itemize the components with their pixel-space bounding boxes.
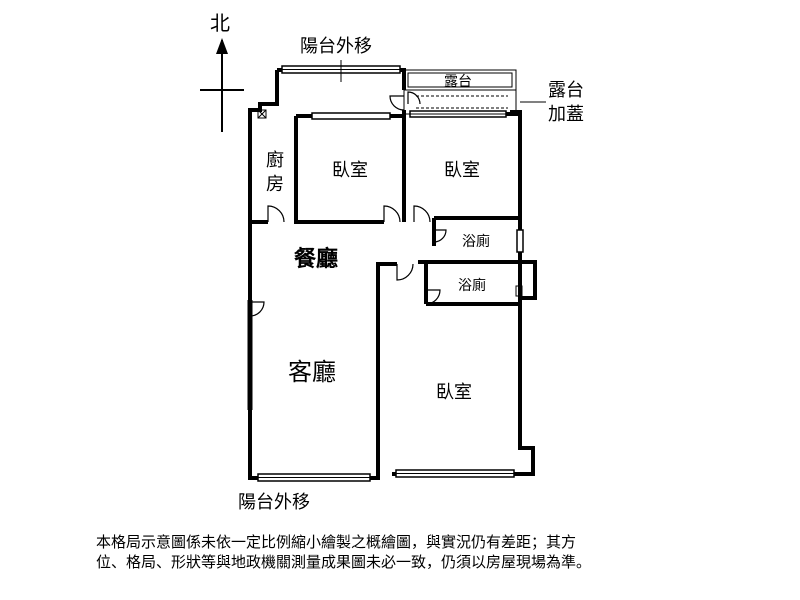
label-terrace: 露台 [444, 74, 472, 90]
compass-north-label: 北 [210, 11, 230, 35]
label-balcony-top: 陽台外移 [300, 36, 372, 57]
outer-walls [248, 68, 537, 480]
compass: 北 [200, 11, 244, 132]
interior-walls [250, 110, 520, 306]
window-bedroom-1 [311, 112, 391, 120]
disclaimer-text: 本格局示意圖係未依一定比例縮小繪製之概繪圖，與實況仍有差距；其方 位、格局、形狀… [96, 533, 592, 571]
windows [247, 60, 524, 482]
label-balcony-bottom: 陽台外移 [238, 492, 310, 513]
label-bedroom-2: 臥室 [444, 160, 480, 181]
label-kitchen: 廚房 [266, 149, 284, 195]
label-bathroom-1: 浴廁 [462, 233, 490, 250]
label-dining: 餐廳 [294, 246, 338, 272]
label-bedroom-3: 臥室 [436, 382, 472, 403]
floor-plan: 北 [200, 11, 584, 513]
label-living: 客廳 [288, 358, 336, 386]
window-bathroom [516, 229, 524, 253]
label-bathroom-2: 浴廁 [458, 277, 486, 294]
terrace [403, 69, 546, 115]
doors [249, 91, 523, 317]
label-terrace-cover: 露台加蓋 [548, 80, 584, 125]
room-labels: 陽台外移 露台 露台加蓋 廚房 臥室 臥室 浴廁 浴廁 餐廳 客廳 臥室 陽台外… [238, 36, 584, 513]
label-bedroom-1: 臥室 [332, 160, 368, 181]
compass-arrowhead [216, 38, 228, 54]
